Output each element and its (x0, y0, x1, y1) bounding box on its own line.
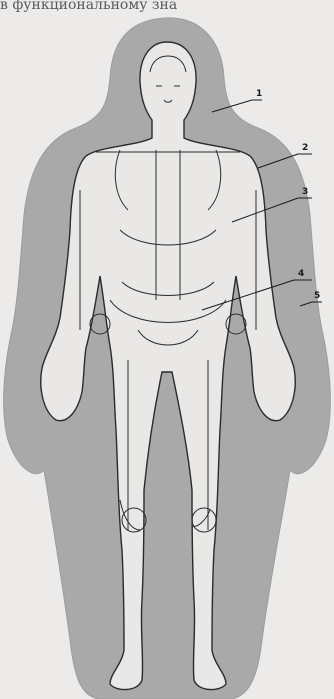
callout-4: 4 (298, 269, 304, 279)
callout-3: 3 (302, 187, 308, 197)
callout-5: 5 (314, 291, 320, 301)
callout-2: 2 (302, 143, 308, 153)
callout-1: 1 (256, 89, 262, 99)
